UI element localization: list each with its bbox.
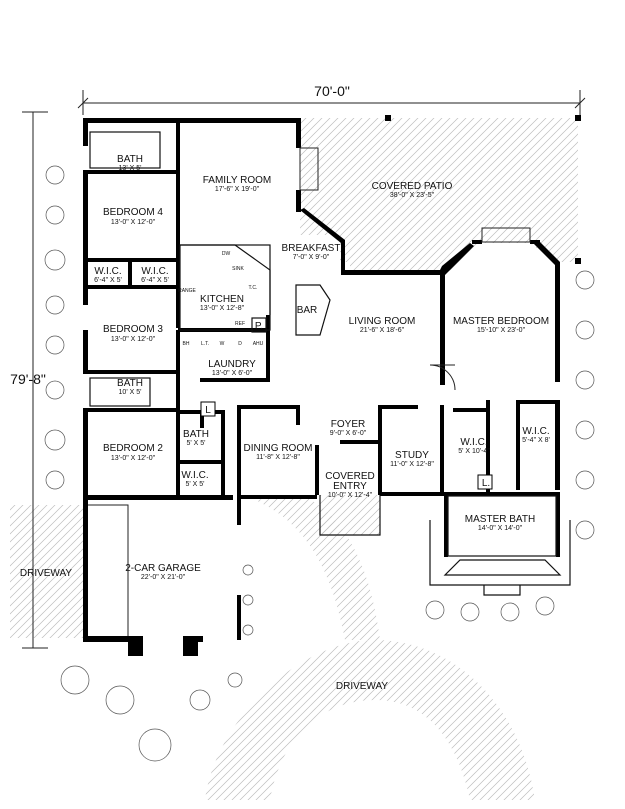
wic-master2-dim: 5'-4" X 8' bbox=[522, 437, 550, 444]
bath-small-dim: 5' X 5' bbox=[186, 440, 205, 447]
sink-label: SINK bbox=[232, 266, 244, 272]
bath-top-dim: 13' X 5' bbox=[119, 165, 142, 172]
study-label: STUDY bbox=[395, 450, 429, 461]
bath-top-label: BATH bbox=[117, 154, 143, 165]
master-bedroom-label: MASTER BEDROOM bbox=[453, 316, 549, 327]
bottom-driveway-paving bbox=[205, 640, 535, 800]
linen-closet-1 bbox=[200, 401, 216, 417]
master-bath-dim: 14'-0" X 14'-0" bbox=[478, 525, 523, 532]
range-label: RANGE bbox=[178, 288, 196, 294]
laundry-dim: 13'-0" X 6'-0" bbox=[212, 370, 253, 377]
ahu-label: AHU bbox=[253, 341, 264, 347]
depth-dimension bbox=[22, 111, 48, 649]
width-dimension-label: 70'-0" bbox=[314, 83, 350, 99]
pantry-label: P. bbox=[255, 321, 263, 332]
lt-label: L.T. bbox=[201, 341, 209, 347]
wic2-dim: 6'-4" X 5' bbox=[141, 277, 169, 284]
covered-patio-dim: 38'-0" X 23'-5" bbox=[390, 192, 435, 199]
driveway-bottom-label: DRIVEWAY bbox=[336, 681, 389, 692]
bath-mid-dim: 10' X 5' bbox=[119, 389, 142, 396]
landscaping bbox=[44, 165, 595, 762]
bedroom3-dim: 13'-0" X 12'-0" bbox=[111, 336, 156, 343]
covered-patio-label: COVERED PATIO bbox=[372, 181, 453, 192]
dining-room-label: DINING ROOM bbox=[244, 443, 313, 454]
kitchen-label: KITCHEN bbox=[200, 294, 244, 305]
bath-mid-label: BATH bbox=[117, 378, 143, 389]
family-room-label: FAMILY ROOM bbox=[203, 175, 272, 186]
left-driveway-paving bbox=[10, 505, 88, 638]
wic1-dim: 6'-4" X 5' bbox=[94, 277, 122, 284]
dryer-label: D bbox=[238, 341, 242, 347]
wic-master2-label: W.I.C. bbox=[522, 426, 549, 437]
breakfast-dim: 7'-0" X 9'-0" bbox=[293, 254, 330, 261]
linen-closet-2 bbox=[477, 474, 493, 490]
patio-columns bbox=[385, 115, 581, 264]
dw-label: DW bbox=[222, 251, 231, 257]
linen2-label: L. bbox=[482, 478, 490, 489]
depth-dimension-label: 79'-8" bbox=[10, 371, 46, 387]
covered-entry-label-1: COVERED bbox=[325, 471, 374, 482]
wic1-label: W.I.C. bbox=[94, 266, 121, 277]
breakfast-label: BREAKFAST bbox=[282, 243, 341, 254]
entry-paving bbox=[320, 495, 380, 535]
tc-label: T.C. bbox=[249, 285, 258, 291]
detail-lines bbox=[88, 131, 571, 636]
wic-master1-dim: 5' X 10'-4" bbox=[458, 448, 490, 455]
walls bbox=[83, 118, 560, 656]
driveway-left-label: DRIVEWAY bbox=[20, 568, 73, 579]
study-dim: 11'-0" X 12'-8" bbox=[390, 461, 434, 468]
garage-label: 2-CAR GARAGE bbox=[125, 563, 201, 574]
wic3-dim: 5' X 5' bbox=[185, 481, 204, 488]
bedroom3-label: BEDROOM 3 bbox=[103, 324, 163, 335]
covered-entry-dim: 10'-0" X 12'-4" bbox=[328, 492, 373, 499]
width-dimension bbox=[77, 90, 586, 115]
bar-label: BAR bbox=[297, 305, 318, 316]
foyer-dim: 9'-0" X 6'-0" bbox=[330, 430, 367, 437]
bath-small-label: BATH bbox=[183, 429, 209, 440]
bh-label: BH bbox=[183, 341, 190, 347]
bedroom2-label: BEDROOM 2 bbox=[103, 443, 163, 454]
living-room-dim: 21'-6" X 18'-6" bbox=[360, 327, 405, 334]
kitchen-dim: 13'-0" X 12'-8" bbox=[200, 305, 245, 312]
covered-entry-label-2: ENTRY bbox=[333, 481, 367, 492]
washer-label: W bbox=[220, 341, 225, 347]
garage-dim: 22'-0" X 21'-0" bbox=[141, 574, 186, 581]
bedroom4-label: BEDROOM 4 bbox=[103, 207, 163, 218]
wic3-label: W.I.C. bbox=[181, 470, 208, 481]
family-room-dim: 17'-6" X 19'-0" bbox=[215, 186, 260, 193]
foyer-label: FOYER bbox=[331, 419, 365, 430]
wic2-label: W.I.C. bbox=[141, 266, 168, 277]
wic-master1-label: W.I.C. bbox=[460, 437, 487, 448]
master-bath-label: MASTER BATH bbox=[465, 514, 535, 525]
covered-patio-paving bbox=[300, 118, 578, 275]
laundry-label: LAUNDRY bbox=[208, 359, 256, 370]
dining-room-dim: 11'-8" X 12'-8" bbox=[256, 454, 300, 461]
linen1-label: L bbox=[205, 405, 211, 416]
bedroom4-dim: 13'-0" X 12'-0" bbox=[111, 219, 156, 226]
living-room-label: LIVING ROOM bbox=[349, 316, 416, 327]
ref-label: REF bbox=[235, 321, 245, 327]
bedroom2-dim: 13'-0" X 12'-0" bbox=[111, 455, 156, 462]
master-bedroom-dim: 15'-10" X 23'-0" bbox=[477, 327, 526, 334]
walkway-paving bbox=[255, 495, 380, 640]
